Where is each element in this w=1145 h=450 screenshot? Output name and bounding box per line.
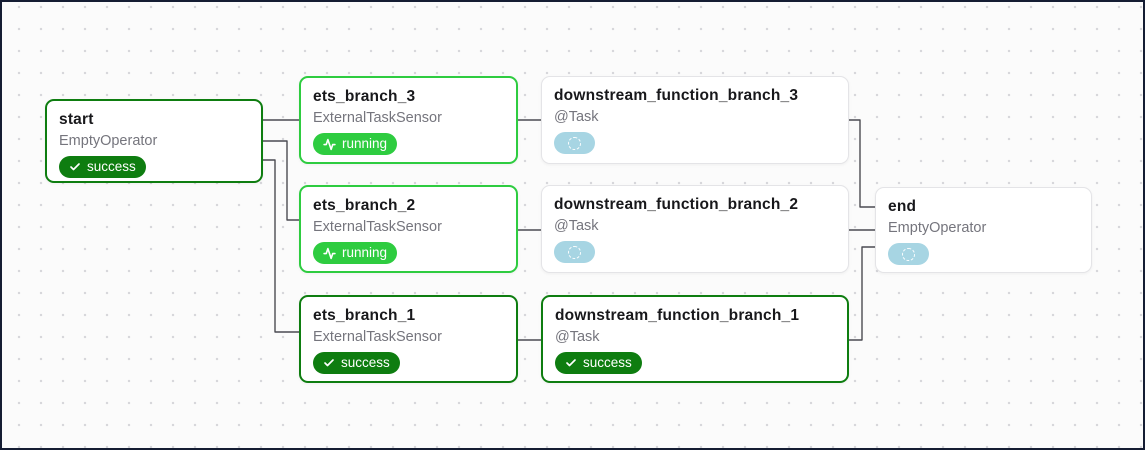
check-icon	[69, 161, 81, 173]
edge-downstream_function_branch_1-to-end	[849, 246, 875, 341]
task-node-title: downstream_function_branch_1	[555, 307, 800, 324]
state-label: success	[87, 159, 136, 174]
activity-icon	[323, 138, 336, 151]
dashed-circle-icon	[568, 136, 581, 150]
edge-start-to-ets_branch_2	[263, 140, 299, 221]
task-node-end[interactable]: end EmptyOperator	[875, 187, 1092, 273]
task-node-operator: ExternalTaskSensor	[313, 329, 442, 345]
task-state-badge: success	[555, 352, 642, 374]
edge-start-to-ets_branch_1	[263, 159, 299, 333]
task-node-title: ets_branch_3	[313, 88, 416, 105]
task-state-badge	[554, 241, 595, 263]
task-node-title: ets_branch_1	[313, 307, 416, 324]
task-node-ets_branch_1[interactable]: ets_branch_1 ExternalTaskSensor success	[299, 295, 518, 383]
task-state-badge: success	[59, 156, 146, 178]
task-node-operator: @Task	[554, 109, 599, 125]
task-node-title: ets_branch_2	[313, 197, 416, 214]
task-node-title: downstream_function_branch_3	[554, 87, 799, 104]
activity-icon	[323, 247, 336, 260]
task-node-start[interactable]: start EmptyOperator success	[45, 99, 263, 183]
dashed-circle-icon	[568, 245, 581, 259]
task-state-badge: running	[313, 242, 398, 264]
task-node-operator: @Task	[554, 218, 599, 234]
task-node-operator: ExternalTaskSensor	[313, 110, 442, 126]
task-state-badge: success	[313, 352, 400, 374]
task-node-downstream_function_branch_3[interactable]: downstream_function_branch_3 @Task	[541, 76, 849, 164]
check-icon	[565, 357, 577, 369]
task-node-title: end	[888, 198, 917, 215]
task-node-ets_branch_3[interactable]: ets_branch_3 ExternalTaskSensor running	[299, 76, 518, 164]
task-node-ets_branch_2[interactable]: ets_branch_2 ExternalTaskSensor running	[299, 185, 518, 273]
task-node-operator: @Task	[555, 329, 600, 345]
task-node-operator: EmptyOperator	[888, 220, 987, 236]
dashed-circle-icon	[902, 247, 915, 261]
task-node-title: start	[59, 111, 94, 128]
check-icon	[323, 357, 335, 369]
edge-downstream_function_branch_3-to-end	[849, 119, 875, 208]
task-node-operator: EmptyOperator	[59, 133, 158, 149]
task-node-downstream_function_branch_1[interactable]: downstream_function_branch_1 @Task succe…	[541, 295, 849, 383]
task-node-title: downstream_function_branch_2	[554, 196, 799, 213]
state-label: success	[341, 355, 390, 370]
task-state-badge	[554, 132, 595, 154]
state-label: running	[342, 245, 388, 260]
task-node-operator: ExternalTaskSensor	[313, 219, 442, 235]
state-label: success	[583, 355, 632, 370]
task-state-badge	[888, 243, 929, 265]
task-node-downstream_function_branch_2[interactable]: downstream_function_branch_2 @Task	[541, 185, 849, 273]
task-state-badge: running	[313, 133, 398, 155]
state-label: running	[342, 136, 388, 151]
